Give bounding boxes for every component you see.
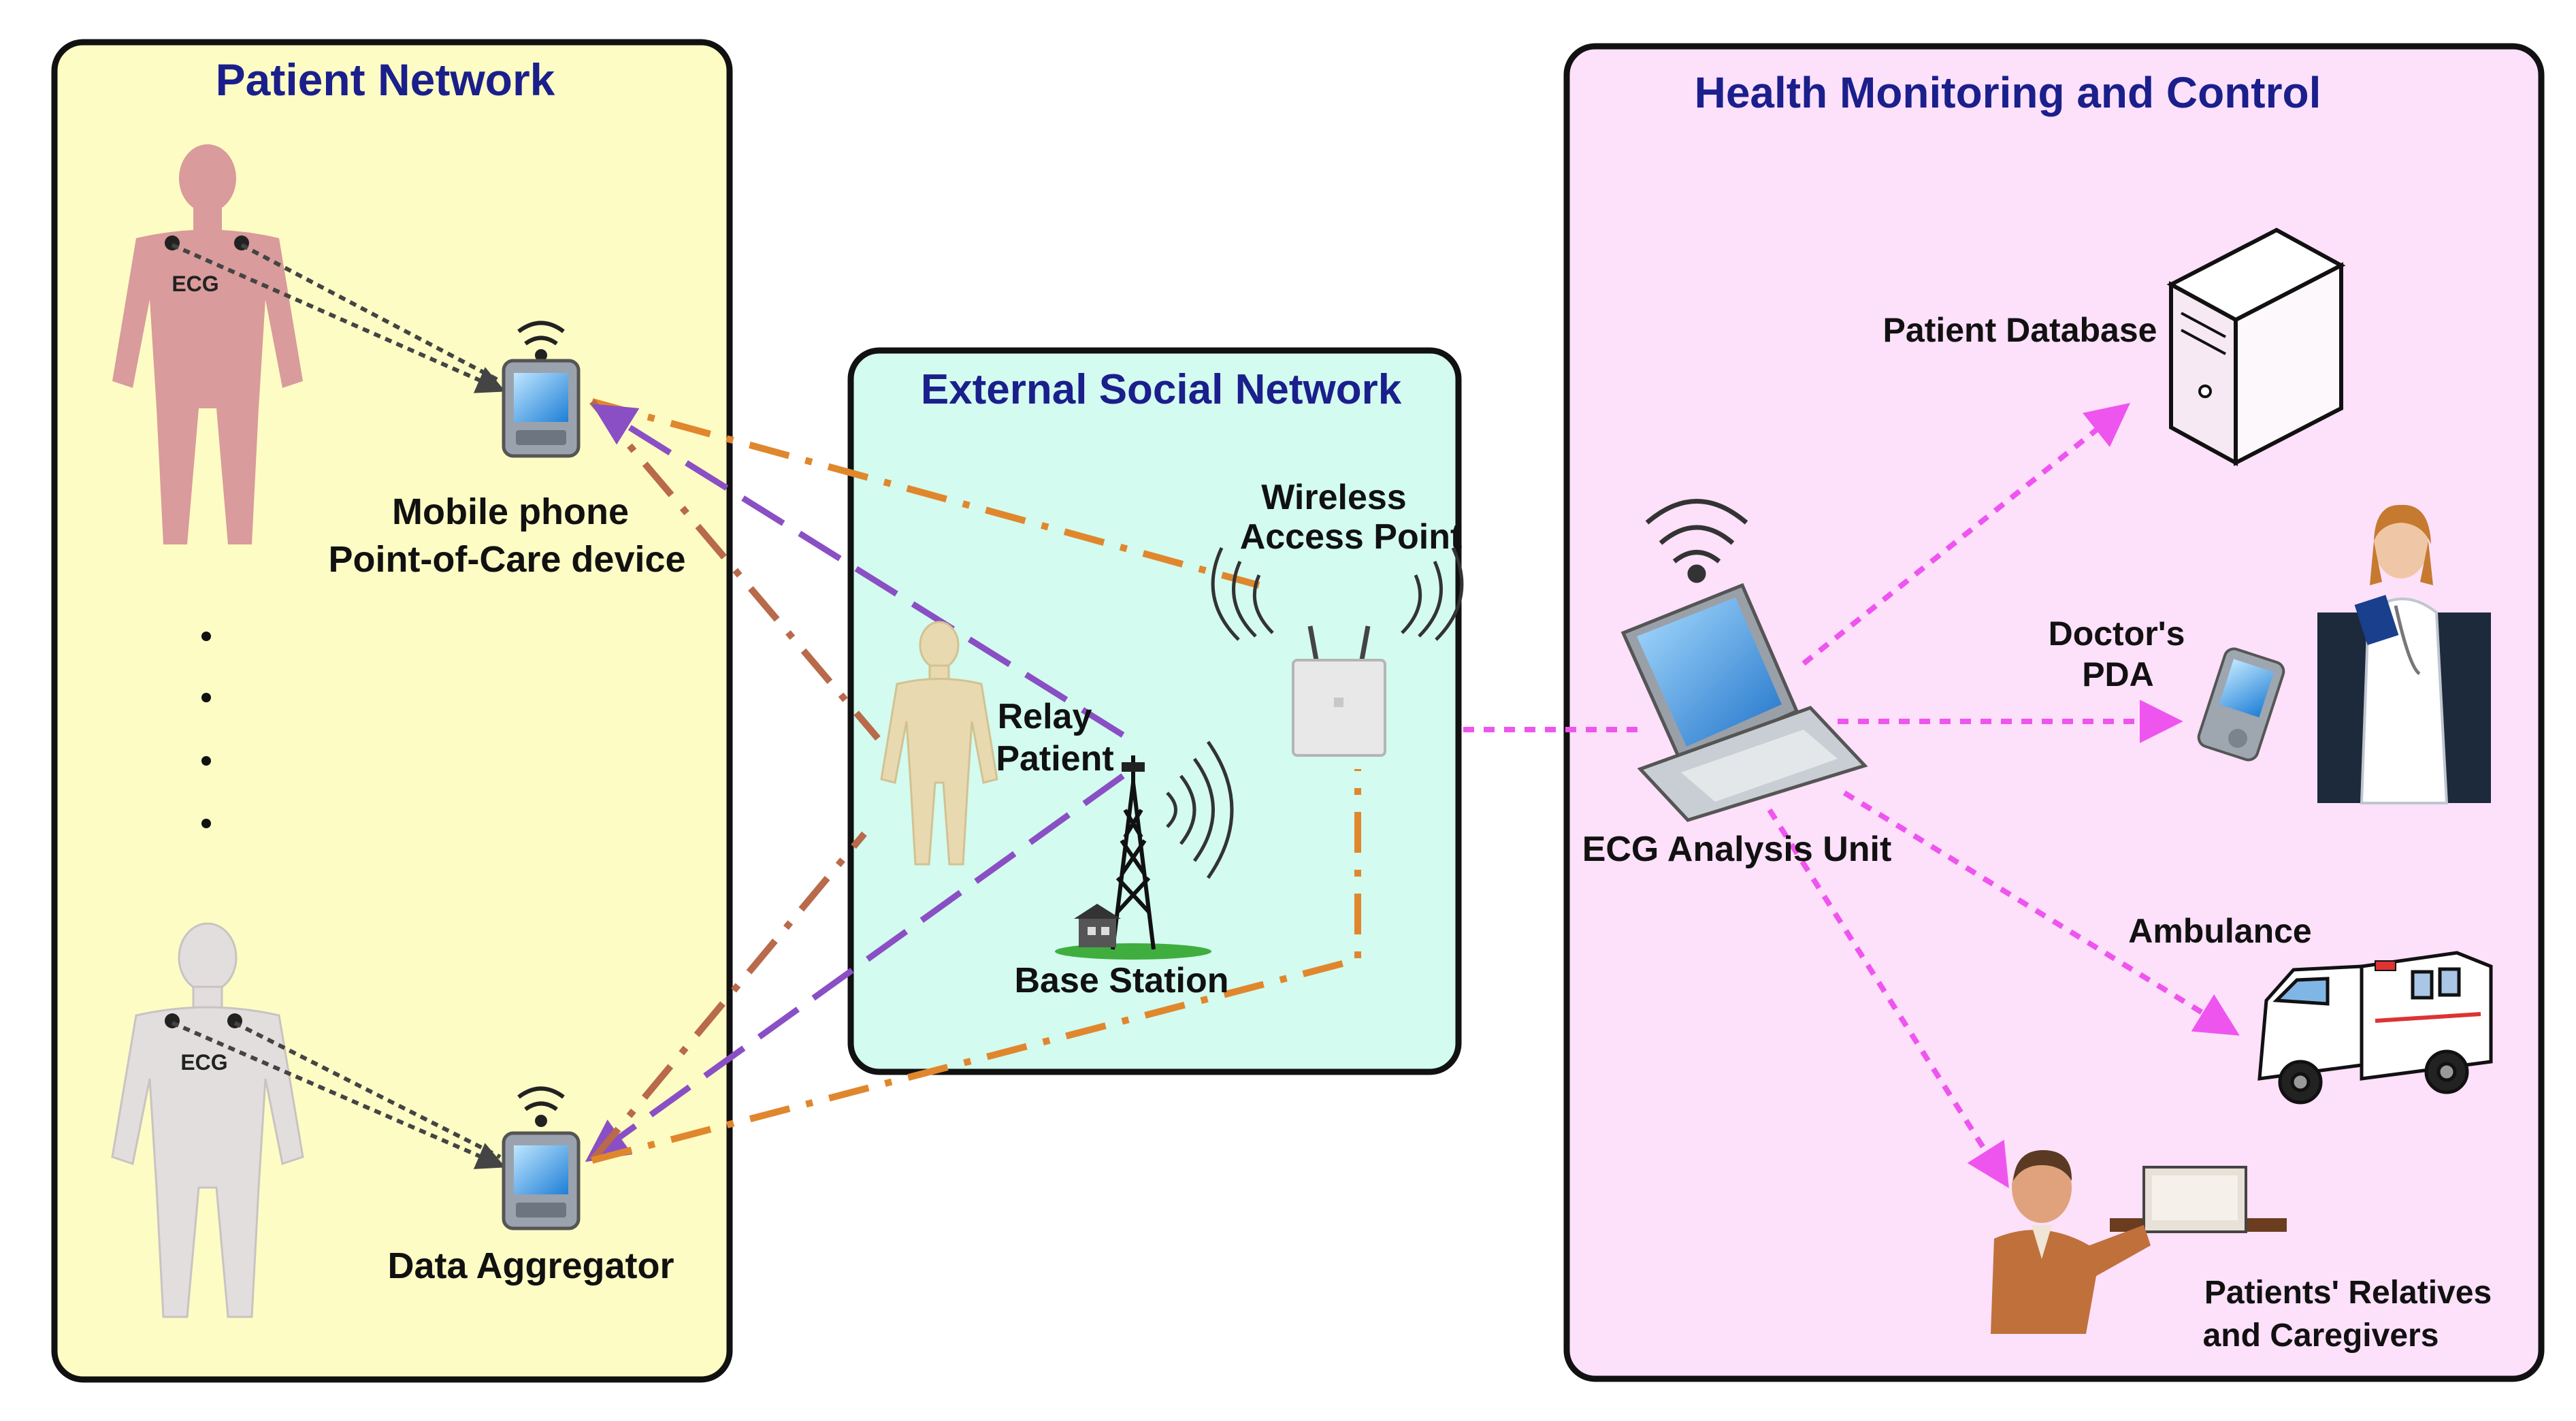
link-mobile-to-ap [591, 398, 1260, 589]
database-server-icon [2166, 227, 2346, 467]
wifi-icon-mobile [517, 321, 565, 361]
link-aggregator-to-relay [589, 831, 867, 1163]
base-station-label: Base Station [1015, 961, 1229, 1000]
relay-patient-label-line1: Relay [998, 697, 1092, 736]
more-patients-ellipsis [201, 632, 211, 828]
wifi-icon-ecg-unit [1645, 499, 1748, 583]
mobile-phone-label-line1: Mobile phone [392, 491, 629, 532]
external-social-network-panel: External Social Network [847, 347, 1462, 1075]
mobile-phone-label-line2: Point-of-Care device [328, 539, 685, 580]
ambulance-icon [2257, 951, 2493, 1105]
pda-icon [2197, 647, 2285, 762]
external-social-network-title: External Social Network [921, 366, 1402, 413]
relatives-label-line2: and Caregivers [2203, 1318, 2439, 1354]
link-ecg-to-database [1801, 403, 2131, 666]
base-station-hut-icon [1074, 904, 1121, 947]
patient-database-label: Patient Database [1883, 311, 2157, 349]
patient-network-title: Patient Network [216, 54, 555, 105]
ecg-signal-lines-top [171, 243, 506, 393]
data-aggregator-icon [502, 1131, 581, 1230]
patient-body-bottom-icon [111, 922, 304, 1318]
link-aggregator-to-base [585, 773, 1125, 1162]
mobile-phone-icon [502, 359, 581, 458]
health-monitoring-title: Health Monitoring and Control [1695, 68, 2321, 117]
ecg-analysis-unit-label: ECG Analysis Unit [1582, 830, 1892, 869]
base-station-tower-icon [1055, 740, 1234, 960]
relay-patient-label-line2: Patient [996, 739, 1113, 779]
doctors-pda-label-line2: PDA [2082, 655, 2154, 693]
wifi-icon-aggregator [517, 1086, 565, 1127]
doctors-pda-label-line1: Doctor's [2049, 615, 2185, 653]
relay-patient-icon [880, 621, 998, 866]
relatives-label-line1: Patients' Relatives [2204, 1275, 2492, 1311]
wireless-ap-label-line2: Access Point [1240, 517, 1463, 557]
ecg-signal-lines-bottom [171, 1021, 506, 1169]
caregiver-at-computer-icon [1991, 1150, 2287, 1334]
ecg-label-top: ECG [172, 272, 218, 296]
link-ecg-to-ambulance [1842, 790, 2240, 1036]
link-aggregator-to-ap [591, 769, 1361, 1164]
ambulance-label: Ambulance [2128, 912, 2312, 950]
network-links [585, 398, 2240, 1188]
doctor-icon [2317, 504, 2491, 804]
ecg-analysis-laptop-icon [1620, 583, 1868, 822]
wireless-access-point-icon [1211, 546, 1464, 757]
data-aggregator-label: Data Aggregator [387, 1245, 674, 1286]
ecg-label-bottom: ECG [180, 1050, 227, 1075]
link-mobile-to-base [591, 404, 1125, 738]
patient-body-top-icon [112, 144, 303, 544]
wireless-ap-label-line1: Wireless [1261, 478, 1406, 517]
